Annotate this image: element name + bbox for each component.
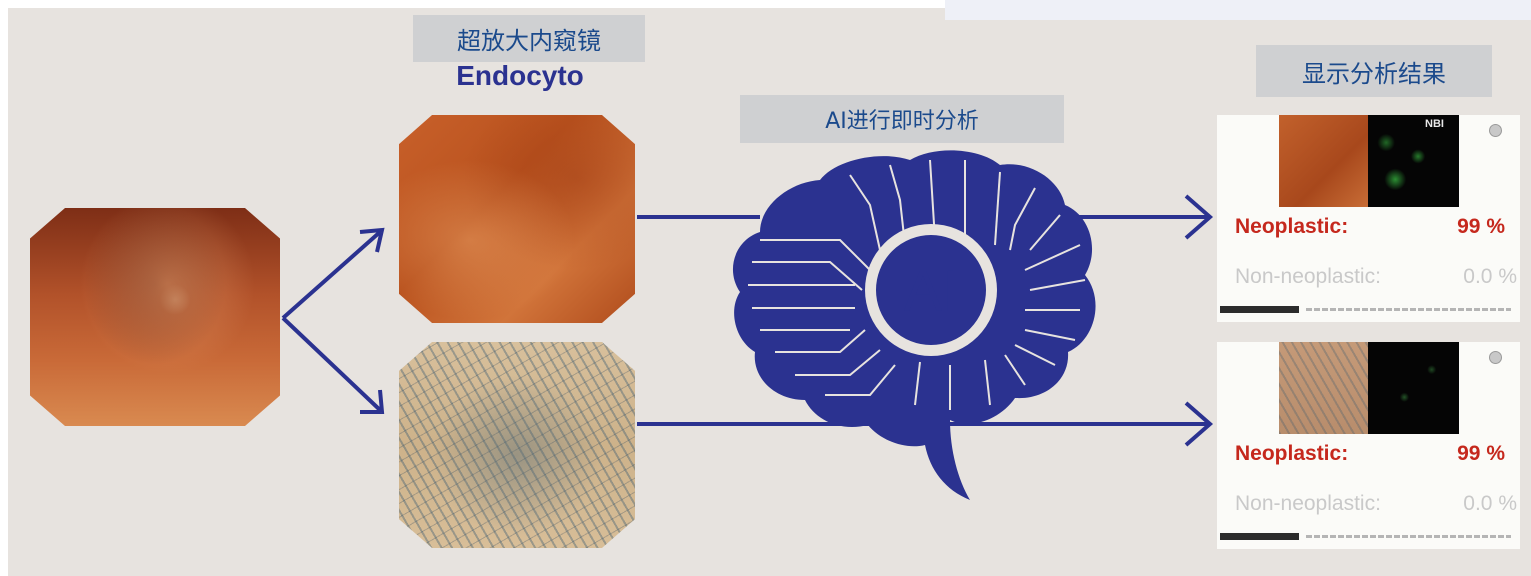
ai-text: AI — [904, 259, 959, 324]
label-show-result-text: 显示分析结果 — [1302, 59, 1446, 88]
endocyto-image-stained — [399, 342, 635, 548]
colonoscopy-image — [30, 208, 280, 426]
neoplastic-value: 99 % — [1457, 442, 1505, 465]
footer-fine-print — [1306, 535, 1511, 538]
footer-black-bar — [1220, 306, 1299, 313]
non-neoplastic-label: Non-neoplastic: — [1235, 265, 1381, 288]
arrow-to-endocyto-bottom — [281, 316, 382, 412]
arrow-to-endocyto-top — [281, 230, 382, 320]
non-neoplastic-label: Non-neoplastic: — [1235, 492, 1381, 515]
arrowhead-result-top — [1184, 194, 1214, 240]
label-ai-realtime-analysis-text: AI进行即时分析 — [825, 109, 979, 134]
result-card-top: NBI Neoplastic: 99 % Non-neoplastic: 0.0… — [1217, 115, 1520, 322]
non-neoplastic-row: Non-neoplastic: 0.0 % — [1235, 265, 1517, 289]
neoplastic-label: Neoplastic: — [1235, 442, 1349, 465]
status-dot-icon — [1489, 351, 1502, 364]
footer-black-bar — [1220, 533, 1299, 540]
result-endoscopy-thumbnail — [1279, 115, 1368, 207]
result-footer — [1220, 533, 1515, 540]
result-endoscopy-thumbnail — [1279, 342, 1368, 434]
arrowhead-result-bottom — [1184, 401, 1214, 447]
background-corner — [945, 0, 1531, 20]
neoplastic-label: Neoplastic: — [1235, 215, 1349, 238]
result-card-bottom: Neoplastic: 99 % Non-neoplastic: 0.0 % — [1217, 342, 1520, 549]
non-neoplastic-value: 0.0 % — [1463, 492, 1517, 515]
label-ai-realtime-analysis: AI进行即时分析 — [740, 95, 1064, 143]
result-analysis-thumbnail — [1368, 115, 1459, 207]
label-super-magnifying-endoscope-text: 超放大内窥镜 — [457, 27, 601, 55]
status-dot-icon — [1489, 124, 1502, 137]
non-neoplastic-row: Non-neoplastic: 0.0 % — [1235, 492, 1517, 516]
non-neoplastic-value: 0.0 % — [1463, 265, 1517, 288]
ai-brain-icon: AI — [732, 150, 1096, 500]
label-super-magnifying-endoscope: 超放大内窥镜 — [413, 15, 645, 62]
neoplastic-value: 99 % — [1457, 215, 1505, 238]
footer-fine-print — [1306, 308, 1511, 311]
neoplastic-row: Neoplastic: 99 % — [1235, 215, 1505, 239]
neoplastic-row: Neoplastic: 99 % — [1235, 442, 1505, 466]
result-analysis-thumbnail — [1368, 342, 1459, 434]
result-footer — [1220, 306, 1515, 313]
endocyto-title: Endocyto — [456, 60, 584, 91]
endocyto-image-unstained — [399, 115, 635, 323]
label-show-result: 显示分析结果 — [1256, 45, 1492, 97]
nbi-tag: NBI — [1425, 118, 1444, 130]
